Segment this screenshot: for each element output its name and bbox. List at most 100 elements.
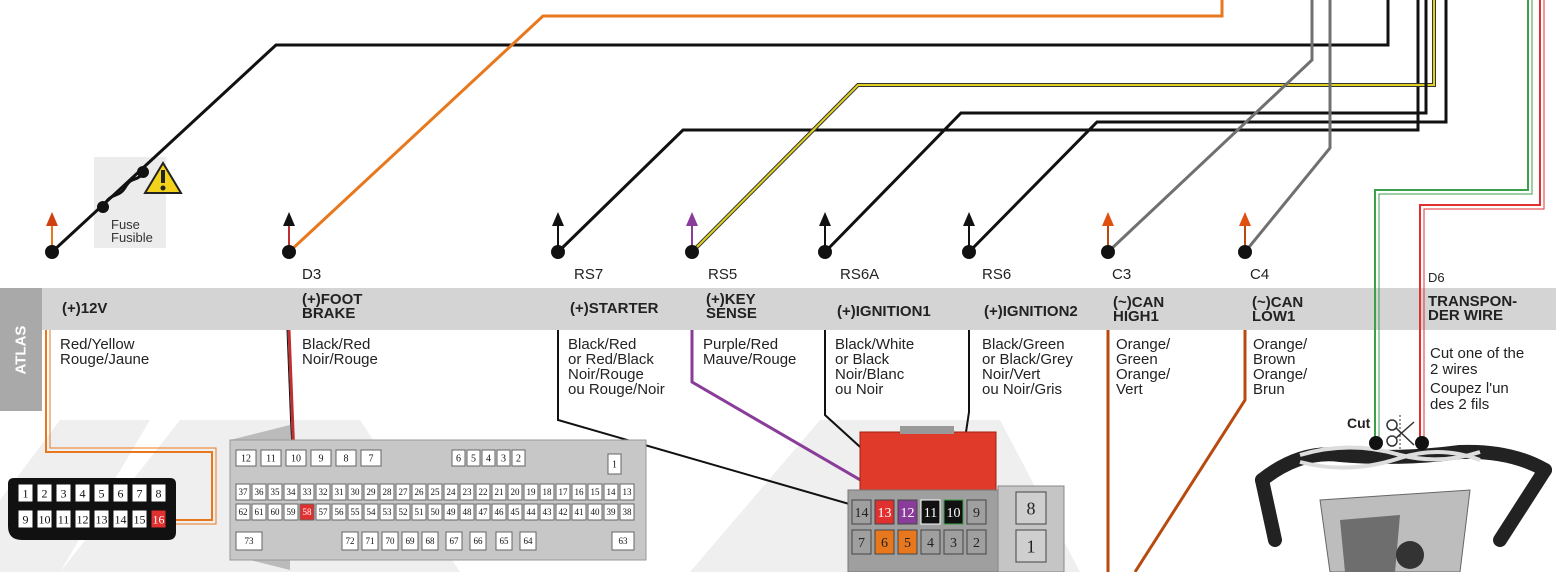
ecu-pin: 64 <box>519 531 537 551</box>
svg-text:13: 13 <box>623 487 633 497</box>
svg-text:65: 65 <box>500 536 510 546</box>
ignition-pin: 2 <box>966 529 987 555</box>
svg-text:7: 7 <box>137 486 143 500</box>
wire-obd-pin16 <box>45 330 213 521</box>
circuit-function-key-sense: (+)KEY SENSE <box>706 291 757 322</box>
connection-dot <box>818 245 832 259</box>
ignition-pin: 6 <box>874 529 895 555</box>
svg-text:73: 73 <box>245 536 255 546</box>
ecu-pin: 6 <box>451 449 466 467</box>
connection-dot <box>1238 245 1252 259</box>
svg-text:25: 25 <box>431 487 441 497</box>
svg-text:71: 71 <box>366 536 375 546</box>
ecu-pin: 13 <box>619 483 635 501</box>
svg-text:1: 1 <box>23 486 29 500</box>
svg-text:18: 18 <box>543 487 553 497</box>
wire-ignition1 <box>823 0 1428 254</box>
circuit-code-transponder: D6 <box>1428 270 1445 285</box>
ecu-pin: 31 <box>331 483 347 501</box>
svg-text:5: 5 <box>99 486 105 500</box>
svg-text:38: 38 <box>623 507 633 517</box>
svg-text:27: 27 <box>399 487 409 497</box>
wire-12v-black <box>50 0 1390 254</box>
function-band <box>42 288 1556 330</box>
connection-dot <box>45 245 59 259</box>
svg-text:72: 72 <box>346 536 355 546</box>
ecu-pin: 4 <box>481 449 496 467</box>
wire-obd-pin16-2 <box>49 330 217 525</box>
ecu-pin: 43 <box>539 503 555 521</box>
svg-text:5: 5 <box>471 454 476 465</box>
ecu-pin: 70 <box>381 531 399 551</box>
svg-text:48: 48 <box>463 507 473 517</box>
wire-transponder-green <box>1374 0 1529 440</box>
svg-text:11: 11 <box>924 506 937 521</box>
svg-text:11: 11 <box>266 454 276 465</box>
svg-text:14: 14 <box>607 487 617 497</box>
svg-text:30: 30 <box>351 487 361 497</box>
obd-pin: 2 <box>36 483 53 503</box>
scissors-icon <box>1386 419 1415 447</box>
svg-text:9: 9 <box>23 512 29 526</box>
svg-text:42: 42 <box>559 507 568 517</box>
svg-text:20: 20 <box>511 487 521 497</box>
svg-text:46: 46 <box>495 507 505 517</box>
circuit-code-ignition1: RS6A <box>840 266 880 283</box>
svg-text:32: 32 <box>319 487 328 497</box>
svg-text:8: 8 <box>1027 498 1036 518</box>
ecu-pin: 12 <box>235 449 257 467</box>
svg-text:9: 9 <box>319 454 324 465</box>
ecu-pin: 25 <box>427 483 443 501</box>
circuit-function-can-high: (~)CAN HIGH1 <box>1113 294 1165 325</box>
svg-text:7: 7 <box>369 454 374 465</box>
circuit-code-can-low: C4 <box>1250 266 1270 283</box>
wire-ign-pin13 <box>557 330 871 511</box>
svg-text:5: 5 <box>904 536 911 551</box>
obd-pin: 16 <box>150 509 167 529</box>
fuse-dot <box>97 201 109 213</box>
obd-pin: 15 <box>131 509 148 529</box>
svg-text:13: 13 <box>96 512 108 526</box>
circuit-function-ignition2: (+)IGNITION2 <box>984 303 1078 320</box>
ecu-pin: 28 <box>379 483 395 501</box>
svg-text:56: 56 <box>335 507 345 517</box>
svg-text:51: 51 <box>415 507 424 517</box>
svg-text:4: 4 <box>927 536 934 551</box>
ecu-pin: 10 <box>285 449 307 467</box>
ignition-pin: 4 <box>920 529 941 555</box>
svg-text:55: 55 <box>351 507 361 517</box>
svg-text:24: 24 <box>447 487 457 497</box>
ecu-pin: 23 <box>459 483 475 501</box>
svg-text:37: 37 <box>239 487 249 497</box>
ignition-pin: 12 <box>897 499 918 525</box>
svg-text:52: 52 <box>399 507 408 517</box>
svg-text:23: 23 <box>463 487 473 497</box>
ignition-pin: 3 <box>943 529 964 555</box>
svg-text:4: 4 <box>486 454 491 465</box>
svg-text:61: 61 <box>255 507 264 517</box>
svg-text:16: 16 <box>575 487 585 497</box>
ecu-pin: 62 <box>235 503 251 521</box>
svg-text:21: 21 <box>495 487 504 497</box>
connection-dot <box>1101 245 1115 259</box>
ecu-pin: 37 <box>235 483 251 501</box>
vehicle-side-label: ATLAS <box>0 288 42 411</box>
obd-pin: 10 <box>36 509 53 529</box>
svg-text:34: 34 <box>287 487 297 497</box>
circuit-code-starter: RS7 <box>574 266 604 283</box>
connection-dot <box>962 245 976 259</box>
svg-text:14: 14 <box>115 512 127 526</box>
ecu-pin: 24 <box>443 483 459 501</box>
svg-text:58: 58 <box>303 507 313 517</box>
svg-text:6: 6 <box>881 536 888 551</box>
svg-text:1: 1 <box>612 460 617 471</box>
ecu-pin: 32 <box>315 483 331 501</box>
obd-pin: 7 <box>131 483 148 503</box>
svg-text:66: 66 <box>474 536 484 546</box>
wire-transponder-green-2 <box>1378 0 1533 440</box>
svg-text:8: 8 <box>156 486 162 500</box>
